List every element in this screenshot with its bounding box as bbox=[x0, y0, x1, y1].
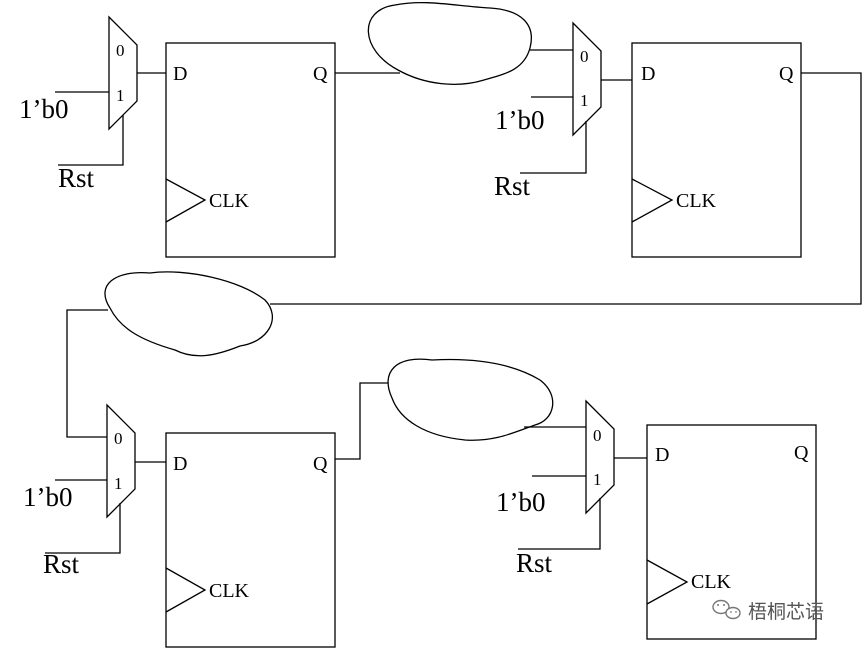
ff-2-q-pin: Q bbox=[779, 63, 794, 85]
watermark-text: 梧桐芯语 bbox=[748, 601, 824, 623]
watermark: 梧桐芯语 bbox=[712, 599, 824, 623]
ff-2-clk-pin: CLK bbox=[676, 190, 717, 212]
flipflop-4 bbox=[646, 424, 817, 640]
mux-1-input-0: 0 bbox=[116, 41, 125, 60]
net-ff3-q bbox=[335, 382, 390, 460]
wechat-icon bbox=[712, 599, 741, 620]
rst-label-2: Rst bbox=[494, 171, 531, 201]
rst-wire-3 bbox=[45, 503, 121, 554]
ff-1-clk-pin: CLK bbox=[209, 190, 250, 212]
mux-4 bbox=[585, 399, 615, 515]
mux-4-input-0: 0 bbox=[593, 426, 602, 445]
mux-3-input-1: 1 bbox=[114, 474, 123, 493]
comb-logic-cloud-3 bbox=[387, 358, 554, 441]
flipflop-2 bbox=[631, 42, 802, 258]
flipflop-3 bbox=[165, 432, 336, 648]
stage-2: 0 1 1’b0 Rst D Q CLK bbox=[494, 21, 802, 258]
stage-4: 0 1 1’b0 Rst D Q CLK bbox=[496, 399, 817, 640]
ff-3-clk-pin: CLK bbox=[209, 580, 250, 602]
net-ff2-q bbox=[270, 72, 862, 305]
ff-3-q-pin: Q bbox=[313, 453, 328, 475]
mux-1-input-1: 1 bbox=[116, 86, 125, 105]
comb-logic-cloud-2 bbox=[104, 271, 273, 357]
ff-4-q-pin: Q bbox=[794, 442, 809, 464]
rst-wire-2 bbox=[520, 121, 587, 174]
mux-2-input-1: 1 bbox=[580, 91, 589, 110]
ff-2-clock-triangle bbox=[631, 178, 674, 223]
ff-1-d-pin: D bbox=[173, 63, 187, 85]
mux-1 bbox=[108, 15, 138, 131]
const-label-2: 1’b0 bbox=[495, 105, 545, 135]
ff-4-clock-triangle bbox=[646, 559, 689, 605]
const-label-4: 1’b0 bbox=[496, 487, 546, 517]
net-cloud2-out bbox=[66, 309, 108, 438]
ff-1-clock-triangle bbox=[165, 178, 207, 223]
stage-1: 0 1 1’b0 Rst D Q CLK bbox=[19, 15, 336, 258]
mux-3 bbox=[106, 403, 136, 519]
mux-4-input-1: 1 bbox=[593, 470, 602, 489]
stage-3: 0 1 1’b0 Rst D Q CLK bbox=[23, 403, 336, 648]
ff-1-q-pin: Q bbox=[313, 63, 328, 85]
ff-3-d-pin: D bbox=[173, 453, 187, 475]
ff-4-clk-pin: CLK bbox=[691, 571, 732, 593]
mux-2 bbox=[572, 21, 602, 137]
const-label-3: 1’b0 bbox=[23, 482, 73, 512]
mux-3-input-0: 0 bbox=[114, 429, 123, 448]
rst-wire-1 bbox=[58, 115, 124, 166]
rst-wire-4 bbox=[518, 498, 601, 550]
flipflop-1 bbox=[165, 42, 336, 258]
ff-3-clock-triangle bbox=[165, 567, 207, 613]
rst-label-3: Rst bbox=[43, 549, 80, 579]
const-label-1: 1’b0 bbox=[19, 94, 69, 124]
ff-4-d-pin: D bbox=[655, 444, 669, 466]
rst-label-4: Rst bbox=[516, 548, 553, 578]
comb-logic-cloud-1 bbox=[367, 1, 532, 85]
mux-2-input-0: 0 bbox=[580, 47, 589, 66]
rst-label-1: Rst bbox=[58, 163, 95, 193]
ff-2-d-pin: D bbox=[641, 63, 655, 85]
